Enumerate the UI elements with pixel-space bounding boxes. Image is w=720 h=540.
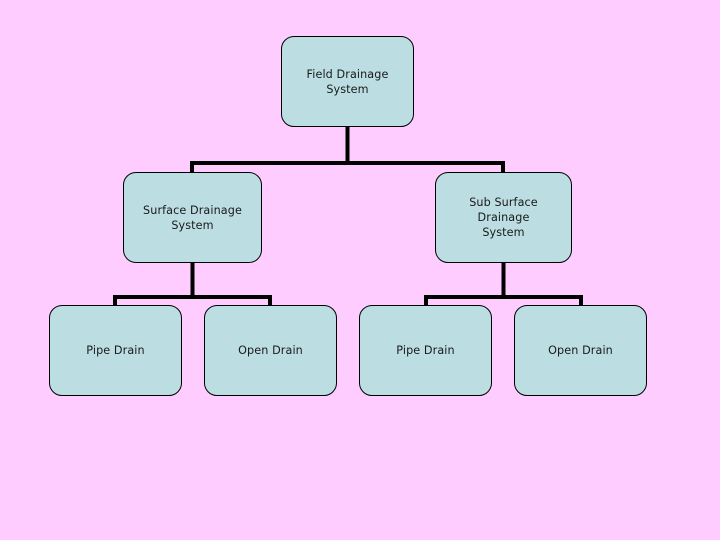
node-label: Pipe Drain xyxy=(396,344,455,357)
node-label: Surface Drainage System xyxy=(143,203,242,232)
node-label: Open Drain xyxy=(548,344,613,357)
node-surface-drainage-system[interactable]: Surface Drainage System xyxy=(123,172,262,263)
node-surface-pipe-drain[interactable]: Pipe Drain xyxy=(49,305,182,396)
node-label: Sub Surface Drainage System xyxy=(469,196,538,239)
node-sub-surface-pipe-drain[interactable]: Pipe Drain xyxy=(359,305,492,396)
node-label: Pipe Drain xyxy=(86,344,145,357)
node-surface-open-drain[interactable]: Open Drain xyxy=(204,305,337,396)
node-sub-surface-drainage-system[interactable]: Sub Surface Drainage System xyxy=(435,172,572,263)
node-label: Field Drainage System xyxy=(306,67,389,96)
node-label: Open Drain xyxy=(238,344,303,357)
node-sub-surface-open-drain[interactable]: Open Drain xyxy=(514,305,647,396)
node-field-drainage-system[interactable]: Field Drainage System xyxy=(281,36,414,127)
